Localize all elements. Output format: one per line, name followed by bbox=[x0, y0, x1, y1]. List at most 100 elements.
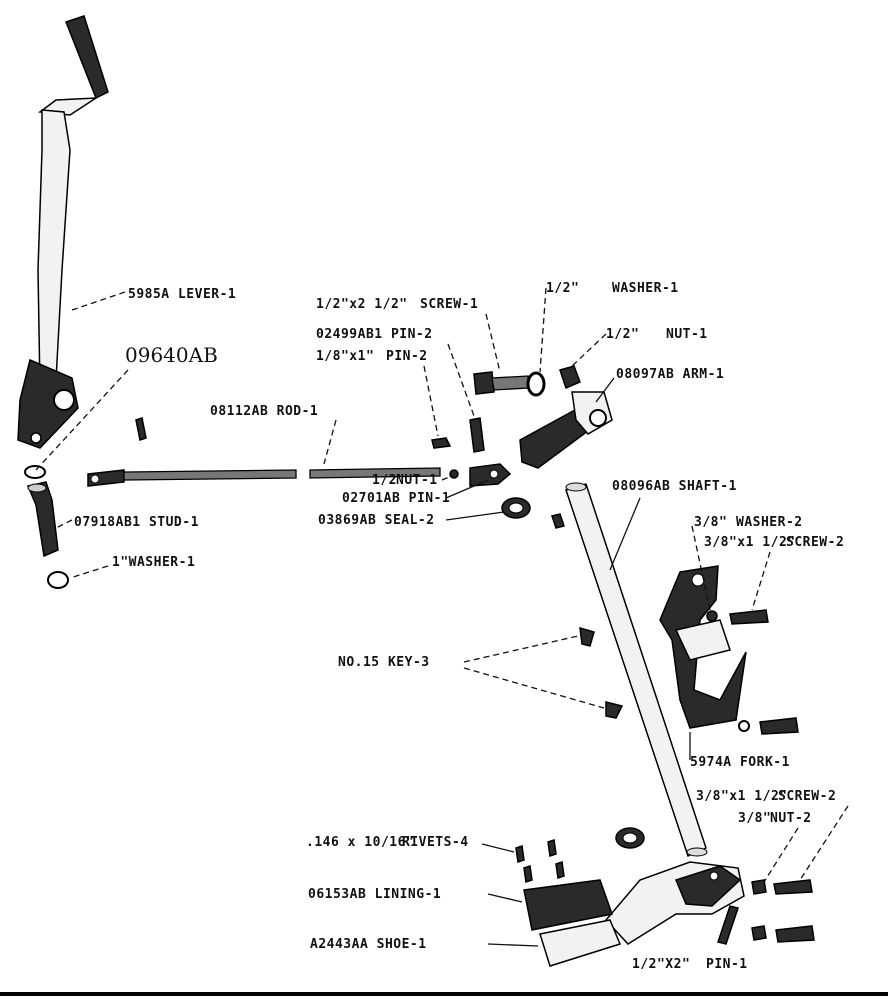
rivets-leader bbox=[481, 843, 515, 853]
nut-half-label: NUT-1 bbox=[666, 327, 708, 342]
pin-half-2-frac: 1/2"X2" bbox=[632, 957, 690, 972]
pin-half-2-label: PIN-1 bbox=[706, 957, 748, 972]
washer-3-8-leader bbox=[691, 525, 711, 611]
shoe-label: A2443AA SHOE-1 bbox=[310, 937, 427, 952]
one-inch-washer-part bbox=[47, 571, 69, 589]
screw-3-8-bottom-part-top bbox=[773, 879, 813, 895]
lever-label: 5985A LEVER-1 bbox=[128, 287, 236, 302]
seal-hole-upper bbox=[508, 502, 524, 514]
eighth-pin-part bbox=[431, 437, 452, 449]
washer-half-frac: 1/2" bbox=[546, 281, 579, 296]
fork-screw-lower-part bbox=[759, 717, 799, 735]
rivets-label: RIVETS-4 bbox=[402, 835, 469, 850]
lever-lower-hole bbox=[30, 432, 42, 444]
key-label: NO.15 KEY-3 bbox=[338, 655, 430, 670]
one-inch-washer-label: 1"WASHER-1 bbox=[112, 555, 195, 570]
half-by-two-pin-part bbox=[717, 905, 739, 945]
rod-label: 08112AB ROD-1 bbox=[210, 404, 318, 419]
screw-3-8-bottom-leader bbox=[799, 805, 849, 881]
lining-leader bbox=[487, 893, 523, 903]
pin-02701-leader bbox=[445, 479, 489, 499]
screw-half-leader bbox=[485, 313, 501, 373]
pin-02701-label: 02701AB PIN-1 bbox=[342, 491, 450, 506]
nut-3-8-label: NUT-2 bbox=[770, 811, 812, 826]
lever-handle-grip bbox=[65, 15, 109, 100]
key-leader-1 bbox=[463, 635, 579, 663]
shoe-part bbox=[539, 919, 622, 967]
eighth-pin-leader bbox=[423, 365, 439, 437]
lever-leader bbox=[71, 291, 126, 311]
lever-shaft bbox=[37, 109, 71, 392]
washer-3-8-frac: 3/8" bbox=[694, 515, 727, 530]
small-nut-dot-part bbox=[449, 469, 459, 479]
key-part-mid bbox=[579, 626, 595, 647]
stud-leader bbox=[55, 519, 73, 529]
pin-02499-part bbox=[469, 417, 485, 453]
stud-label: 07918AB1 STUD-1 bbox=[74, 515, 199, 530]
key-part-top bbox=[551, 513, 565, 529]
half-inch-washer-part bbox=[526, 371, 546, 397]
screw-half-label: SCREW-1 bbox=[420, 297, 478, 312]
shoe-leader bbox=[487, 943, 539, 947]
lever-boss-hole bbox=[53, 389, 75, 411]
rod-leader bbox=[323, 419, 337, 465]
arm-part bbox=[519, 391, 613, 469]
rivet-part-1 bbox=[515, 845, 525, 863]
eighth-pin-frac: 1/8"x1" bbox=[316, 349, 374, 364]
part-09640-leader bbox=[35, 369, 129, 471]
screw-3-8-bottom-label: SCREW-2 bbox=[778, 789, 836, 804]
rivets-frac: .146 x 10/16" bbox=[306, 835, 414, 850]
arm-leader bbox=[595, 377, 615, 403]
lever-boss bbox=[17, 358, 79, 449]
small-pin-left-part bbox=[135, 417, 147, 441]
washer-half-label: WASHER-1 bbox=[612, 281, 679, 296]
screw-3-8-top-label: SCREW-2 bbox=[786, 535, 844, 550]
nut-half-2-frac: 1/2" bbox=[372, 473, 405, 488]
screw-3-8-top-frac: 3/8"x1 1/2" bbox=[704, 535, 796, 550]
small-ring-part bbox=[24, 465, 46, 479]
screw-half-frac: 1/2"x2 1/2" bbox=[316, 297, 408, 312]
lining-part bbox=[523, 879, 613, 931]
key-part-low bbox=[605, 701, 624, 719]
nut-half-leader bbox=[571, 333, 607, 367]
eighth-pin-label: PIN-2 bbox=[386, 349, 428, 364]
screw-3-8-top-part bbox=[729, 609, 769, 625]
stud-part bbox=[26, 481, 59, 558]
fork-label: 5974A FORK-1 bbox=[690, 755, 790, 770]
rivet-part-2 bbox=[547, 839, 557, 857]
nut-3-8-leader bbox=[763, 827, 799, 883]
half-inch-screw-part bbox=[473, 371, 529, 395]
screw-3-8-bottom-part-bottom bbox=[775, 925, 815, 943]
washer-half-leader bbox=[539, 287, 547, 373]
lining-label: 06153AB LINING-1 bbox=[308, 887, 441, 902]
nut-3-8-part-top bbox=[751, 879, 767, 895]
washer-3-8-part bbox=[706, 610, 718, 622]
fork-washer-lower-part bbox=[738, 720, 750, 732]
rivet-part-3 bbox=[523, 865, 533, 883]
seal-leader bbox=[445, 511, 505, 521]
pin-02499-leader bbox=[447, 343, 475, 417]
washer-3-8-label: WASHER-2 bbox=[736, 515, 803, 530]
screw-3-8-top-leader bbox=[751, 551, 771, 611]
key-leader-2 bbox=[463, 667, 605, 709]
rivet-part-4 bbox=[555, 861, 565, 879]
arm-label: 08097AB ARM-1 bbox=[616, 367, 724, 382]
seal-hole-lower bbox=[622, 832, 638, 844]
shaft-part bbox=[565, 482, 708, 858]
rod-clevis-part bbox=[469, 463, 512, 487]
nut-half-2-leader bbox=[441, 475, 453, 481]
nut-half-2-label: NUT-1 bbox=[396, 473, 438, 488]
nut-3-8-frac: 3/8" bbox=[738, 811, 771, 826]
seal-label: 03869AB SEAL-2 bbox=[318, 513, 435, 528]
rod-part bbox=[87, 467, 441, 487]
nut-3-8-part-bottom bbox=[751, 925, 767, 941]
fork-part bbox=[659, 565, 747, 729]
one-inch-washer-leader bbox=[69, 565, 109, 579]
shoe-arm-part bbox=[604, 861, 745, 945]
pin-02499-label: 02499AB1 PIN-2 bbox=[316, 327, 433, 342]
lever-part bbox=[17, 15, 109, 449]
half-inch-nut-part bbox=[559, 365, 581, 390]
part-09640-label: 09640AB bbox=[125, 343, 218, 367]
